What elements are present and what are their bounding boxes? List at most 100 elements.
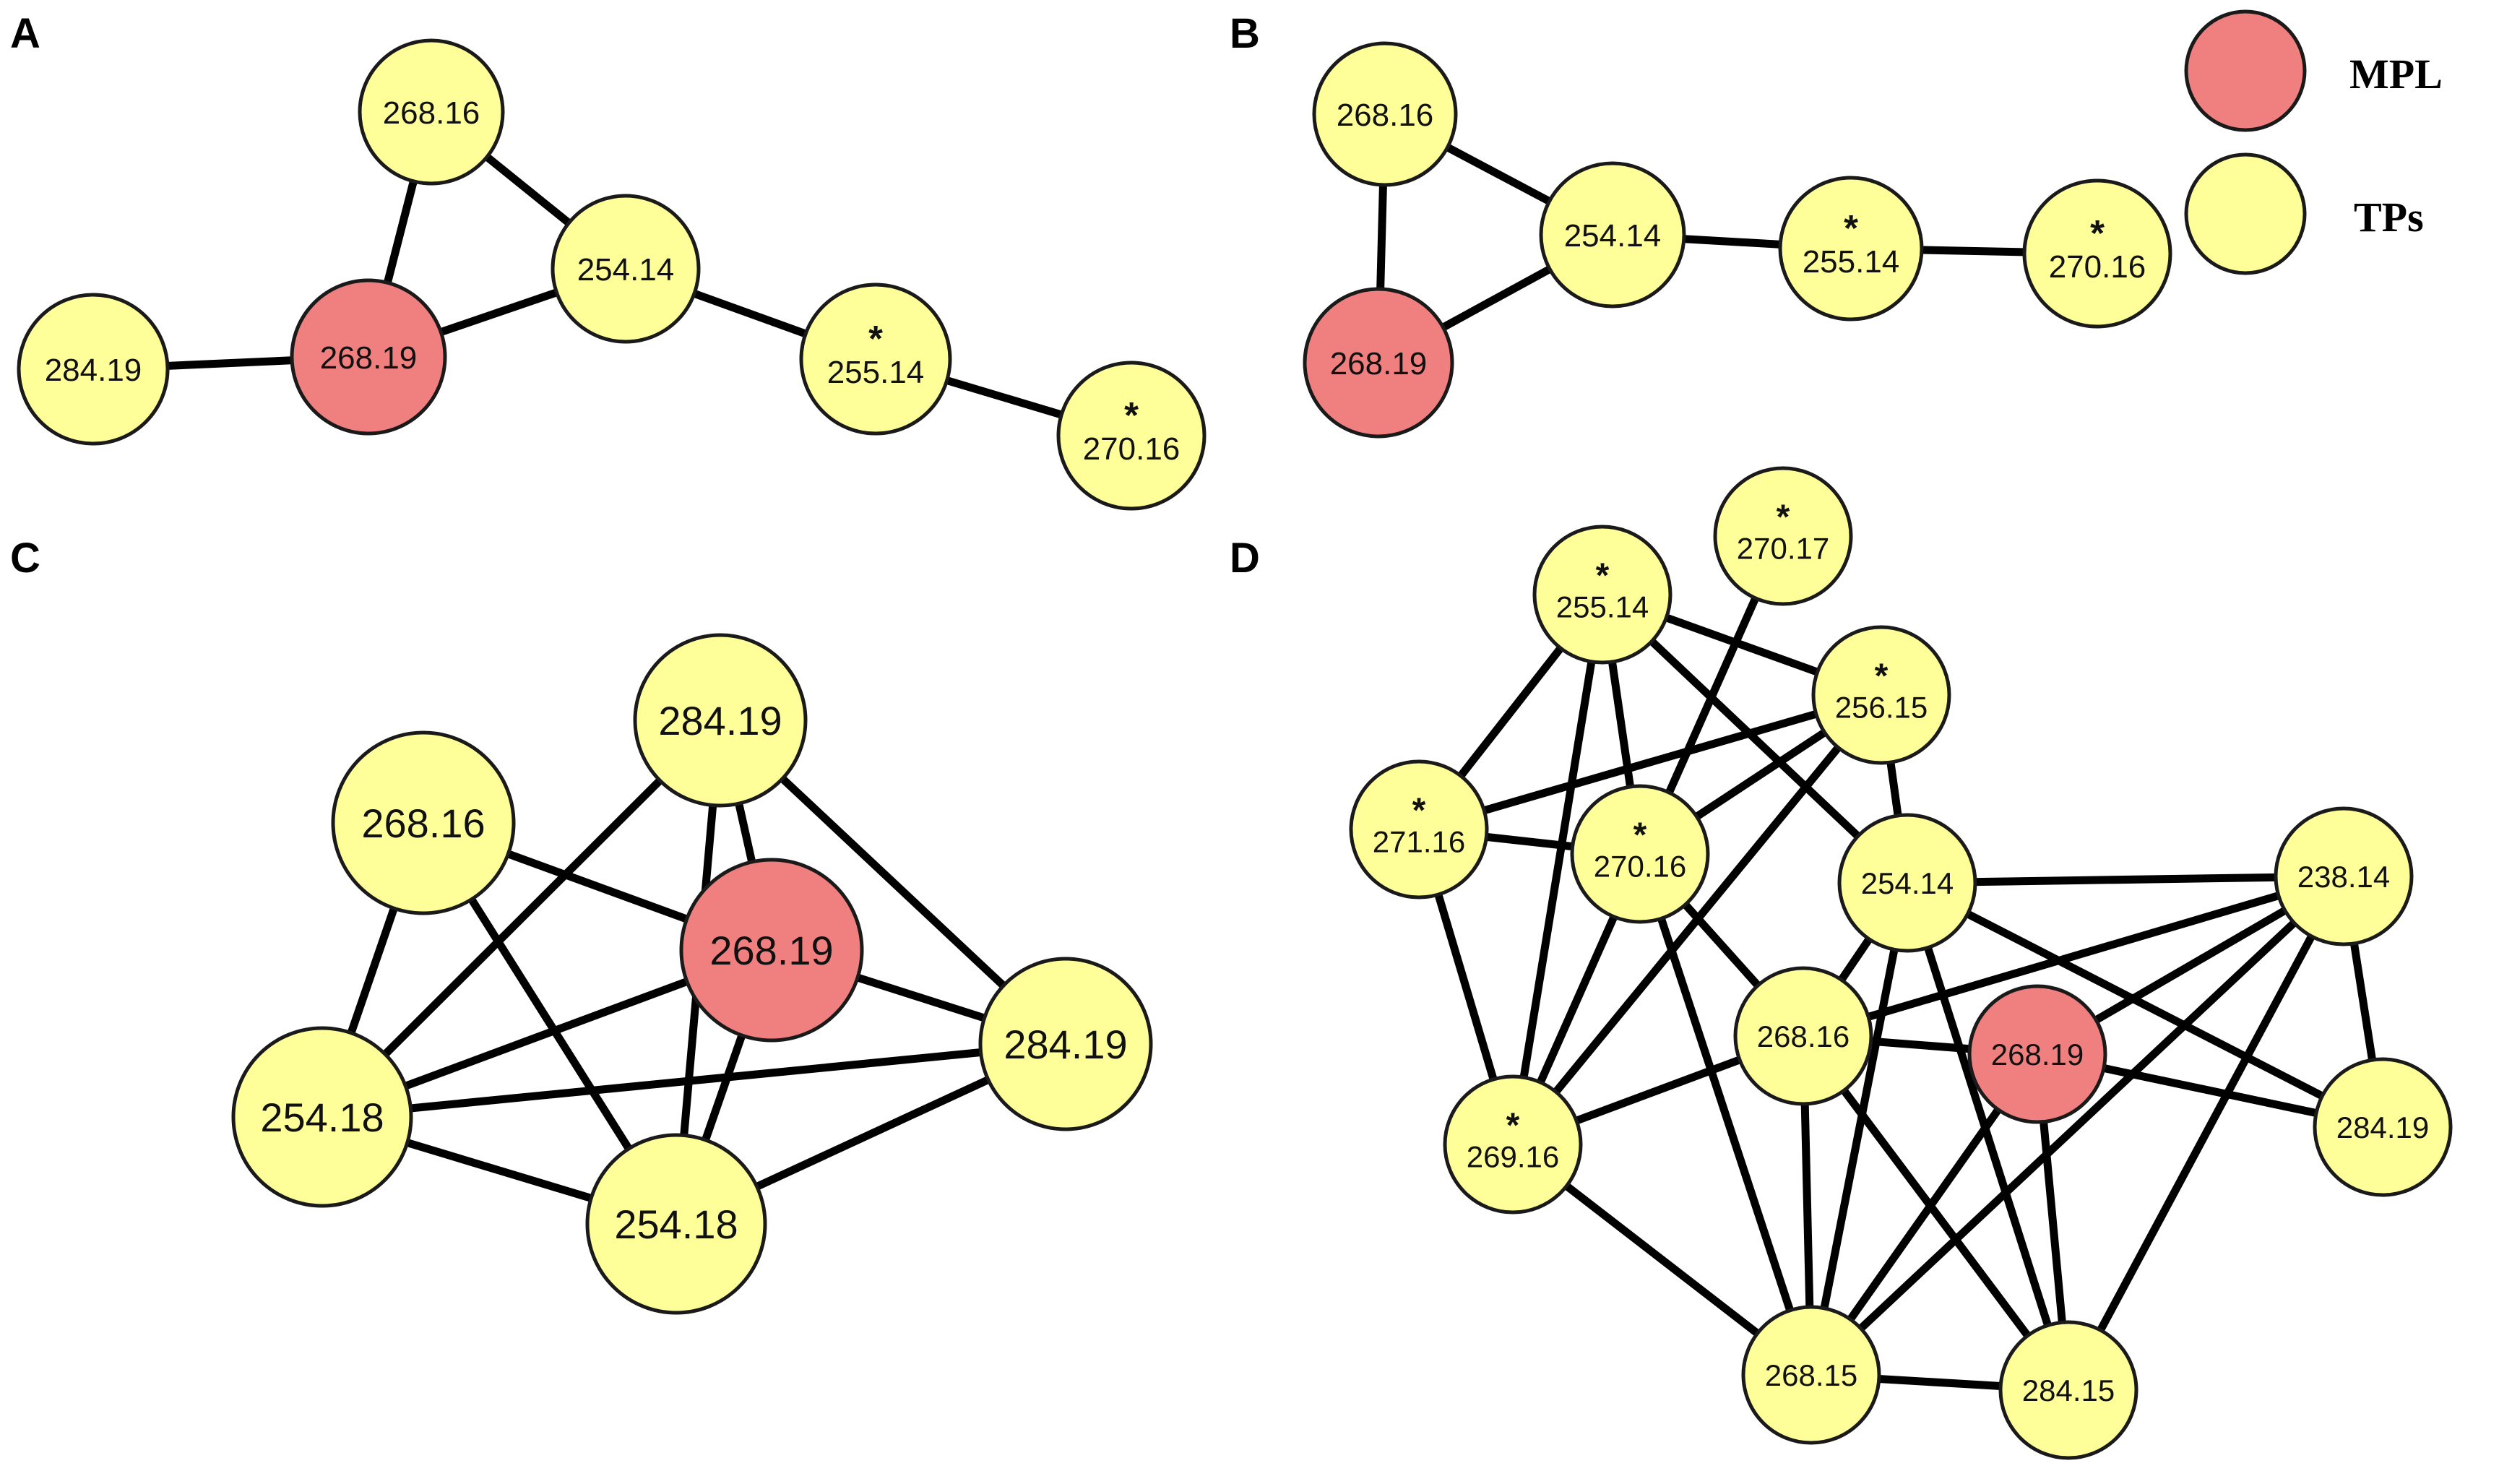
node-label-a254_14: 254.14 [577, 252, 675, 288]
node-circle-b270_16 [2022, 178, 2172, 329]
node-circle-c284_19t [633, 633, 808, 808]
node-label-b268_16: 268.16 [1337, 98, 1434, 133]
node-label-d268_16: 268.16 [1757, 1019, 1850, 1053]
legend-tp-label: TPs [2354, 194, 2424, 241]
node-star-d269_16: * [1506, 1107, 1520, 1145]
edge-d255_14-d269_16 [1509, 590, 1607, 1149]
edge-d254_14-d284_19 [1903, 879, 2387, 1131]
node-star-d270_17: * [1777, 499, 1790, 537]
node-label-d271_16: 271.16 [1373, 825, 1465, 859]
node-label-b255_14: 255.14 [1803, 244, 1900, 280]
node-c254_18b: 254.18 [585, 1133, 767, 1315]
node-c254_18l: 254.18 [231, 1026, 413, 1208]
node-c268_16: 268.16 [331, 730, 516, 915]
node-star-a255_14: * [868, 318, 883, 359]
node-circle-d269_16 [1443, 1074, 1583, 1215]
node-d268_19: 268.19 [1967, 984, 2107, 1124]
node-d270_16: *270.16 [1570, 784, 1710, 924]
node-circle-d255_14 [1532, 525, 1673, 665]
node-circle-b268_19 [1303, 287, 1454, 439]
node-a284_19: 284.19 [17, 293, 170, 446]
node-d284_19: 284.19 [2313, 1057, 2453, 1197]
node-d269_16: *269.16 [1443, 1074, 1583, 1215]
node-star-d255_14: * [1596, 557, 1610, 595]
panel-label-a: A [10, 10, 40, 57]
node-d268_16: 268.16 [1733, 966, 1873, 1106]
node-label-a284_19: 284.19 [45, 353, 142, 388]
node-a255_14: *255.14 [799, 282, 952, 436]
node-circle-d254_14 [1837, 813, 1977, 953]
node-c284_19t: 284.19 [633, 633, 808, 808]
node-label-a270_16: 270.16 [1083, 431, 1181, 467]
node-circle-d270_17 [1713, 466, 1853, 606]
edge-d270_16-d268_15 [1636, 850, 1816, 1379]
legend-tp-swatch [2184, 152, 2307, 275]
node-star-a270_16: * [1124, 394, 1139, 436]
node-a254_14: 254.14 [551, 194, 701, 344]
node-c284_19r: 284.19 [978, 957, 1153, 1131]
node-b270_16: *270.16 [2022, 178, 2172, 329]
node-label-d284_15: 284.15 [2022, 1373, 2115, 1407]
edge-d254_14-d268_15 [1807, 879, 1912, 1379]
node-label-b254_14: 254.14 [1564, 218, 1662, 254]
node-label-d270_17: 270.17 [1737, 532, 1829, 566]
node-label-b268_19: 268.19 [1330, 346, 1428, 381]
node-d238_14: 238.14 [2274, 806, 2414, 946]
node-label-d255_14: 255.14 [1556, 590, 1649, 624]
node-circle-d268_15 [1741, 1305, 1881, 1445]
node-d256_15: *256.15 [1811, 625, 1951, 765]
node-circle-b268_16 [1312, 41, 1458, 187]
node-label-a268_19: 268.19 [320, 340, 418, 376]
node-label-d256_15: 256.15 [1835, 691, 1928, 725]
node-d271_16: *271.16 [1349, 759, 1489, 900]
node-d255_14: *255.14 [1532, 525, 1673, 665]
node-b254_14: 254.14 [1539, 161, 1686, 309]
edge-d255_14-d254_14 [1598, 590, 1912, 887]
node-a270_16: *270.16 [1056, 361, 1207, 511]
node-d284_15: 284.15 [1998, 1320, 2138, 1460]
node-circle-d270_16 [1570, 784, 1710, 924]
node-label-d284_19: 284.19 [2336, 1110, 2429, 1144]
edge-d238_14-d268_16 [1799, 872, 2348, 1040]
node-circle-d268_19 [1967, 984, 2107, 1124]
edge-d238_14-d268_15 [1807, 872, 2348, 1379]
node-d254_14: 254.14 [1837, 813, 1977, 953]
node-circle-b254_14 [1539, 161, 1686, 309]
node-circle-d256_15 [1811, 625, 1951, 765]
legend: MPL TPs [2184, 9, 2443, 275]
node-circle-a268_19 [290, 278, 447, 436]
node-circle-b255_14 [1778, 176, 1924, 322]
edge-d254_14-d238_14 [1903, 872, 2348, 887]
edge-c284_19t-c254_18l [318, 716, 725, 1121]
node-a268_16: 268.16 [358, 38, 505, 186]
node-circle-c254_18l [231, 1026, 413, 1208]
node-circle-a270_16 [1056, 361, 1207, 511]
node-label-d254_14: 254.14 [1861, 866, 1954, 900]
node-label-b270_16: 270.16 [2049, 249, 2146, 285]
node-label-d269_16: 269.16 [1467, 1140, 1559, 1174]
node-star-d271_16: * [1412, 792, 1426, 830]
node-label-d268_15: 268.15 [1765, 1358, 1857, 1392]
node-label-d270_16: 270.16 [1594, 850, 1686, 884]
node-label-a255_14: 255.14 [827, 355, 925, 390]
node-a268_19: 268.19 [290, 278, 447, 436]
node-star-d270_16: * [1633, 816, 1647, 855]
node-circle-d238_14 [2274, 806, 2414, 946]
node-circle-a254_14 [551, 194, 701, 344]
node-circle-c268_16 [331, 730, 516, 915]
node-label-d268_19: 268.19 [1991, 1037, 2084, 1071]
node-circle-a268_16 [358, 38, 505, 186]
node-b268_16: 268.16 [1312, 41, 1458, 187]
node-star-d256_15: * [1875, 657, 1889, 696]
node-label-c268_16: 268.16 [361, 801, 485, 846]
node-circle-d284_19 [2313, 1057, 2453, 1197]
node-circle-a284_19 [17, 293, 170, 446]
legend-mpl-swatch [2184, 9, 2307, 132]
legend-mpl-label: MPL [2349, 51, 2443, 98]
node-label-c284_19r: 284.19 [1004, 1022, 1127, 1067]
node-c268_19: 268.19 [679, 858, 864, 1043]
node-label-d238_14: 238.14 [2297, 860, 2390, 894]
node-circle-d284_15 [1998, 1320, 2138, 1460]
